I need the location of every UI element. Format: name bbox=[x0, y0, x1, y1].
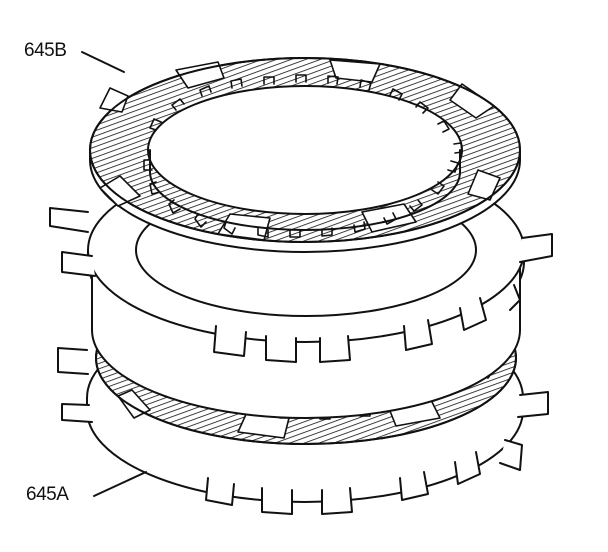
leader-line-645a bbox=[93, 471, 147, 497]
part-label-645b: 645B bbox=[24, 40, 67, 61]
part-label-645a: 645A bbox=[26, 484, 69, 505]
leader-line-645b bbox=[81, 51, 125, 73]
top-friction-plate bbox=[89, 57, 521, 253]
